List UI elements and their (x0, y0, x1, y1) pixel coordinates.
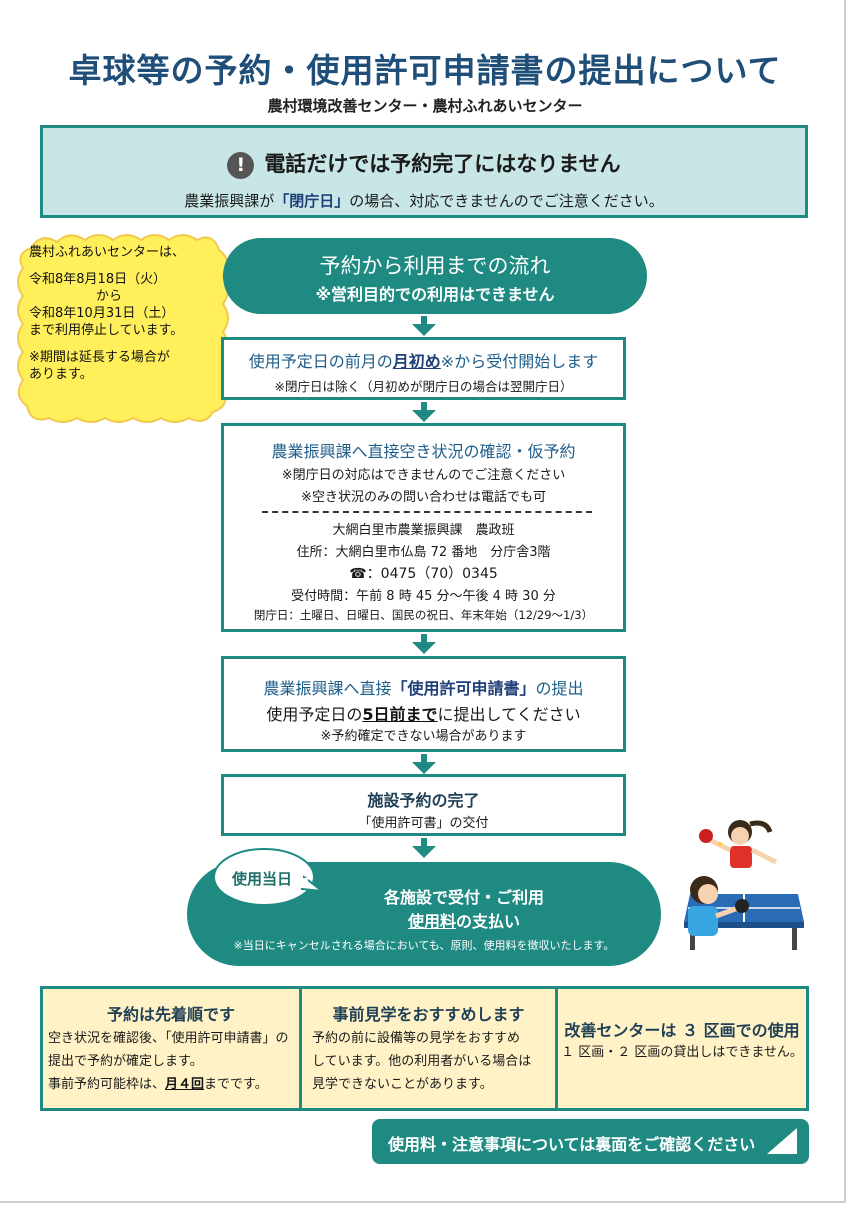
step2-heading: 農業振興課へ直接空き状況の確認・仮予約 (271, 442, 576, 461)
down-arrow-icon (412, 838, 436, 858)
monthly-limit: 月４回 (165, 1077, 205, 1092)
info-box-preview-visit: 事前見学をおすすめします 予約の前に設備等の見学をおすすめ しています。他の利用… (299, 989, 555, 1108)
usage-day-line2: 使用料の支払い (227, 908, 701, 932)
step1-line: 使用予定日の前月の月初め※から受付開始します (224, 348, 623, 372)
flow-header-title: 予約から利用までの流れ (319, 254, 551, 278)
notice-line: 令和8年8月18日（火） (29, 272, 167, 287)
info-line-pre: 事前予約可能枠は、 (48, 1077, 166, 1092)
info-boxes: 予約は先着順です 空き状況を確認後、「使用許可申請書」の 提出で予約が確定します… (40, 986, 809, 1111)
info-box-text: 予約の前に設備等の見学をおすすめ しています。他の利用者がいる場合は 見学できな… (312, 1027, 531, 1096)
step4-heading: 施設予約の完了 (367, 791, 480, 810)
see-reverse-side-button[interactable]: 使用料・注意事項については裏面をご確認ください (372, 1119, 809, 1164)
info-box-first-come: 予約は先着順です 空き状況を確認後、「使用許可申請書」の 提出で予約が確定します… (43, 989, 299, 1108)
warning-heading: ! 電話だけでは予約完了にはなりません (43, 148, 805, 179)
step-reservation-complete: 施設予約の完了 「使用許可書」の交付 (221, 774, 626, 836)
info-line: 空き状況を確認後、「使用許可申請書」の (48, 1031, 289, 1046)
usage-day-line1: 各施設で受付・ご利用 (383, 888, 544, 907)
step3-line-post: に提出してください (437, 705, 581, 724)
info-box-title: 予約は先着順です (106, 1005, 235, 1024)
office-address: 住所：大網白里市仏島 72 番地 分庁舎3階 (296, 545, 551, 560)
footer-label: 使用料・注意事項については裏面をご確認ください (388, 1135, 756, 1154)
step1-pre: 使用予定日の前月の (248, 352, 393, 371)
notice-line: ※期間は延長する場合が (29, 350, 170, 365)
usage-day-box: 各施設で受付・ご利用 使用料の支払い ※当日にキャンセルされる場合においても、原… (187, 862, 661, 966)
office-phone: ☎：0475（70）0345 (224, 563, 623, 583)
step3-line-pre: 使用予定日の (266, 705, 363, 724)
step1-month-start: 月初め (392, 352, 441, 371)
notice-line: まで利用停止しています。 (29, 323, 184, 338)
closure-notice: 農村ふれあいセンターは、 令和8年8月18日（火） から 令和8年10月31日（… (29, 244, 219, 383)
office-closed-days: 閉庁日：土曜日、日曜日、国民の祝日、年末年始（12/29～1/3） (253, 608, 594, 622)
info-line: 事前予約可能枠は、月４回までです。 (48, 1073, 289, 1096)
step2-note: ※閉庁日の対応はできませんのでご注意ください (281, 468, 566, 483)
step3-head-post: の提出 (535, 679, 584, 698)
closure-notice-shape (13, 230, 233, 426)
usage-fee: 使用料 (407, 912, 456, 931)
usage-day-line2-post: の支払い (456, 912, 521, 931)
usage-day-label: 使用当日 (231, 870, 292, 888)
page-title: 卓球等の予約・使用許可申請書の提出について (68, 51, 782, 90)
flow-header: 予約から利用までの流れ ※営利目的での利用はできません (223, 238, 647, 314)
down-arrow-icon (412, 316, 436, 336)
warning-subtext: 農業振興課が「閉庁日」の場合、対応できませんのでご注意ください。 (43, 190, 805, 211)
info-line: 見学できないことがあります。 (312, 1077, 493, 1092)
info-box-three-sections: 改善センターは ３ 区画での使用 １ 区画・２ 区画の貸出しはできません。 (555, 989, 806, 1108)
step4-sub: 「使用許可書」の交付 (358, 816, 489, 831)
step-reception-start: 使用予定日の前月の月初め※から受付開始します ※閉庁日は除く（月初めが閉庁日の場… (221, 337, 626, 400)
info-line-post: までです。 (204, 1077, 268, 1092)
info-line: １ 区画・２ 区画の貸出しはできません。 (561, 1045, 803, 1060)
step3-head-pre: 農業振興課へ直接 (263, 679, 392, 698)
notice-line: 令和8年10月31日（土） (29, 306, 175, 321)
phone-icon: ☎ (349, 566, 367, 582)
notice-line: から (95, 289, 122, 304)
office-name: 大網白里市農業振興課 農政班 (332, 523, 515, 538)
step3-heading: 農業振興課へ直接「使用許可申請書」の提出 (224, 675, 623, 699)
table-tennis-illustration (684, 820, 804, 950)
info-box-title: 事前見学をおすすめします (332, 1005, 525, 1024)
step3-note: ※予約確定できない場合があります (320, 729, 527, 744)
speech-bubble-shape (213, 848, 322, 906)
warning-sub-pre: 農業振興課が (184, 192, 275, 210)
info-box-title: 改善センターは ３ 区画での使用 (564, 1021, 800, 1040)
step3-five-days: 5日前まで (362, 705, 438, 724)
info-line: しています。他の利用者がいる場合は (312, 1054, 532, 1069)
office-hours: 受付時間：午前 8 時 45 分～午後 4 時 30 分 (291, 589, 556, 604)
step1-post: ※から受付開始します (440, 352, 599, 371)
step3-deadline: 使用予定日の5日前までに提出してください (224, 701, 623, 725)
info-line: 提出で予約が確定します。 (48, 1054, 203, 1069)
cancellation-note: ※当日にキャンセルされる場合においても、原則、使用料を徴収いたします。 (233, 939, 615, 952)
divider (262, 511, 592, 513)
exclamation-icon: ! (227, 151, 255, 179)
step1-note: ※閉庁日は除く（月初めが閉庁日の場合は翌開庁日） (274, 379, 573, 394)
down-arrow-icon (412, 754, 436, 774)
phone-number: ：0475（70）0345 (366, 566, 498, 582)
page-subtitle: 農村環境改善センター・農村ふれあいセンター (267, 97, 583, 115)
notice-line: 農村ふれあいセンターは、 (29, 245, 186, 260)
warning-heading-text: 電話だけでは予約完了にはなりません (264, 152, 621, 176)
step2-note: ※空き状況のみの問い合わせは電話でも可 (301, 490, 546, 505)
info-box-text: 空き状況を確認後、「使用許可申請書」の 提出で予約が確定します。 事前予約可能枠… (48, 1027, 289, 1096)
warning-box: ! 電話だけでは予約完了にはなりません 農業振興課が「閉庁日」の場合、対応できませ… (40, 125, 808, 218)
info-line: 予約の前に設備等の見学をおすすめ (312, 1031, 521, 1046)
warning-sub-post: の場合、対応できませんのでご注意ください。 (349, 192, 664, 210)
notice-line: あります。 (29, 367, 93, 382)
step-availability-check: 農業振興課へ直接空き状況の確認・仮予約 ※閉庁日の対応はできませんのでご注意くだ… (221, 423, 626, 632)
step-application-submit: 農業振興課へ直接「使用許可申請書」の提出 使用予定日の5日前までに提出してくださ… (221, 656, 626, 752)
step3-head-form: 「使用許可申請書」 (391, 679, 536, 698)
warning-sub-closed-day: 「閉庁日」 (274, 192, 350, 210)
flow-header-note: ※営利目的での利用はできません (315, 285, 555, 304)
down-arrow-icon (412, 402, 436, 422)
page-turn-icon (767, 1128, 797, 1154)
down-arrow-icon (412, 634, 436, 654)
